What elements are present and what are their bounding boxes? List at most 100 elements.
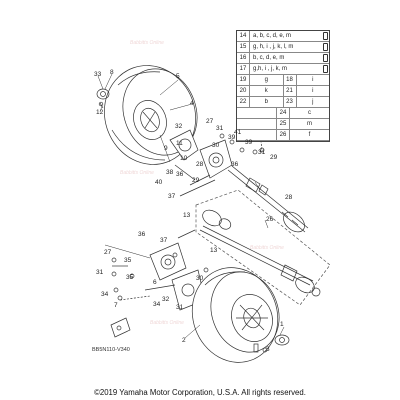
legend-single-row: 24 c <box>237 108 329 119</box>
watermark: Babbitts Online <box>250 245 284 251</box>
specification-legend-table: 14 a, b, c, d, e, m 15 g, h, i , j, k, l… <box>236 30 330 142</box>
legend-row-number: 23 <box>284 97 297 107</box>
part-callout[interactable]: 35 <box>124 257 132 264</box>
part-callout[interactable]: 8 <box>110 69 114 76</box>
legend-value: g <box>264 77 268 83</box>
lower-tire[interactable] <box>179 256 291 375</box>
legend-row-number: 16 <box>237 53 250 63</box>
part-callout[interactable]: 35 <box>126 274 134 281</box>
legend-row: 15 g, h, i , j, k, l, m <box>237 42 329 53</box>
part-callout[interactable]: 26 <box>266 216 274 223</box>
axle-assembly-outline <box>195 189 331 306</box>
part-callout[interactable]: 41 <box>234 129 242 136</box>
part-callout[interactable]: 1 <box>280 321 284 328</box>
part-callout[interactable]: 13 <box>183 212 191 219</box>
legend-row-number: 15 <box>237 42 250 52</box>
part-callout[interactable]: 39 <box>245 139 253 146</box>
upper-rim[interactable] <box>128 96 172 145</box>
part-callout[interactable]: 7 <box>114 302 118 309</box>
kit-icon <box>321 54 329 62</box>
legend-row-number: 20 <box>237 86 250 96</box>
legend-row-number: 14 <box>237 31 250 41</box>
spare-part-block[interactable] <box>110 317 131 338</box>
part-callout[interactable]: 3 <box>266 346 270 353</box>
part-callout[interactable]: 37 <box>168 193 176 200</box>
lower-drive-shaft[interactable] <box>199 207 321 297</box>
legend-row-number: 24 <box>277 108 290 118</box>
part-callout[interactable]: 36 <box>138 231 146 238</box>
part-callout[interactable]: 31 <box>176 304 184 311</box>
part-callout[interactable]: 13 <box>210 247 218 254</box>
legend-row: 16 b, c, d, e, m <box>237 53 329 64</box>
part-callout[interactable]: 31 <box>216 125 224 132</box>
legend-value: c <box>308 110 311 116</box>
lower-bolts[interactable] <box>111 252 209 301</box>
watermark: Babbitts Online <box>150 320 184 326</box>
part-callout[interactable]: 31 <box>258 149 266 156</box>
legend-row-text: g, h, i , j, k, l, m <box>253 44 294 50</box>
legend-value: m <box>307 121 312 127</box>
part-callout[interactable]: 37 <box>160 237 168 244</box>
legend-row-number: 26 <box>277 130 290 140</box>
legend-row-number: 19 <box>237 75 250 85</box>
legend-row-number: 17 <box>237 64 250 74</box>
watermark: Babbitts Online <box>120 170 154 176</box>
leader-lines <box>97 73 285 339</box>
upper-tire[interactable] <box>91 53 210 178</box>
legend-row-number: 25 <box>277 119 290 129</box>
part-callout[interactable]: 27 <box>104 249 112 256</box>
part-callout[interactable]: 2 <box>182 337 186 344</box>
legend-single-row: 26 f <box>237 130 329 141</box>
upper-drive-shaft[interactable] <box>227 165 309 236</box>
legend-value: i <box>312 88 314 94</box>
part-callout[interactable]: 34 <box>153 301 161 308</box>
kit-icon <box>321 65 329 73</box>
part-callout[interactable]: 33 <box>94 71 102 78</box>
kit-icon <box>321 32 329 40</box>
part-callout[interactable]: 30 <box>212 142 220 149</box>
legend-value: b <box>264 99 268 105</box>
part-callout[interactable]: 32 <box>175 123 183 130</box>
legend-single-row: 25 m <box>237 119 329 130</box>
part-callout[interactable]: 30 <box>196 275 204 282</box>
part-callout[interactable]: 9 <box>164 145 168 152</box>
part-callout[interactable]: 11 <box>176 140 183 147</box>
part-callout[interactable]: 5 <box>176 73 180 80</box>
part-callout[interactable]: 12 <box>96 109 104 116</box>
legend-pair-row: 22 b 23 j <box>237 97 329 108</box>
legend-pair-row: 19 g 18 i <box>237 75 329 86</box>
part-callout[interactable]: 36 <box>176 171 184 178</box>
part-callout[interactable]: 36 <box>231 161 239 168</box>
legend-value: k <box>264 88 268 94</box>
part-callout[interactable]: 28 <box>196 161 204 168</box>
diagram-code: BB5N110-V340 <box>92 347 130 353</box>
legend-row-text: g,h, i , j, k, m <box>253 66 288 72</box>
part-callout[interactable]: 28 <box>285 194 293 201</box>
part-callout[interactable]: 38 <box>166 169 174 176</box>
part-callout[interactable]: 6 <box>153 279 157 286</box>
part-callout[interactable]: 10 <box>180 155 188 162</box>
legend-pair-row: 20 k 21 i <box>237 86 329 97</box>
watermark: Babbitts Online <box>130 40 164 46</box>
part-callout[interactable]: 34 <box>101 291 109 298</box>
lower-wheel-cap[interactable] <box>253 334 290 353</box>
upper-knuckle[interactable] <box>169 129 233 197</box>
part-callout[interactable]: 29 <box>192 177 200 184</box>
legend-value: i <box>312 77 314 83</box>
part-callout[interactable]: 29 <box>270 154 278 161</box>
part-callout[interactable]: 32 <box>162 296 170 303</box>
part-callout[interactable]: 31 <box>96 269 104 276</box>
part-callout[interactable]: 40 <box>155 179 163 186</box>
part-callout[interactable]: 39 <box>228 134 236 141</box>
legend-row-text: b, c, d, e, m <box>253 55 285 61</box>
legend-row: 14 a, b, c, d, e, m <box>237 31 329 42</box>
part-callout[interactable]: 4 <box>190 100 194 107</box>
legend-value: j <box>312 99 314 105</box>
legend-row-number: 21 <box>284 86 297 96</box>
legend-row: 17 g,h, i , j, k, m <box>237 64 329 75</box>
lower-rim[interactable] <box>225 289 279 348</box>
part-callout[interactable]: 27 <box>206 118 214 125</box>
legend-row-number: 18 <box>284 75 297 85</box>
legend-row-text: a, b, c, d, e, m <box>253 33 292 39</box>
legend-row-number: 22 <box>237 97 250 107</box>
